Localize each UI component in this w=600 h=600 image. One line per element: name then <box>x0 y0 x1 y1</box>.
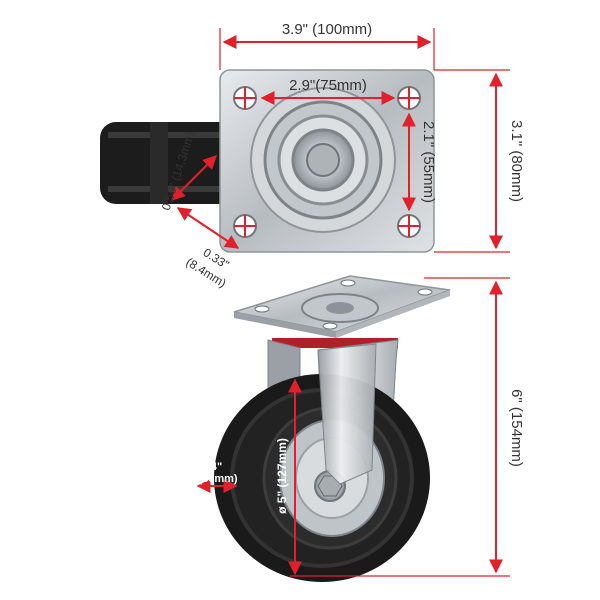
label-wheel-diameter: ø 5" (127mm) <box>275 438 289 514</box>
label-wheel-width-1: 1.4" <box>202 461 223 473</box>
side-view: 6" (154mm) ø 5" (127mm) 1.4" (36mm) <box>196 275 525 582</box>
swivel-rings <box>250 87 396 233</box>
label-hole-horizontal: 2.9"(75mm) <box>289 77 367 94</box>
label-hole-vertical: 2.1" (55mm) <box>420 121 437 203</box>
label-wheel-width-2: (36mm) <box>198 473 237 485</box>
label-overall-height: 6" (154mm) <box>508 389 525 467</box>
label-top-width: 3.9" (100mm) <box>282 21 372 38</box>
top-view: 3.9" (100mm) 2.9"(75mm) 2.1" (55mm) 3.1"… <box>100 21 525 290</box>
mounting-holes <box>233 86 421 238</box>
label-plate-depth: 3.1" (80mm) <box>508 120 525 202</box>
dim-line-hole-offset <box>176 207 240 249</box>
dim-line-hole-diameter <box>171 155 217 201</box>
